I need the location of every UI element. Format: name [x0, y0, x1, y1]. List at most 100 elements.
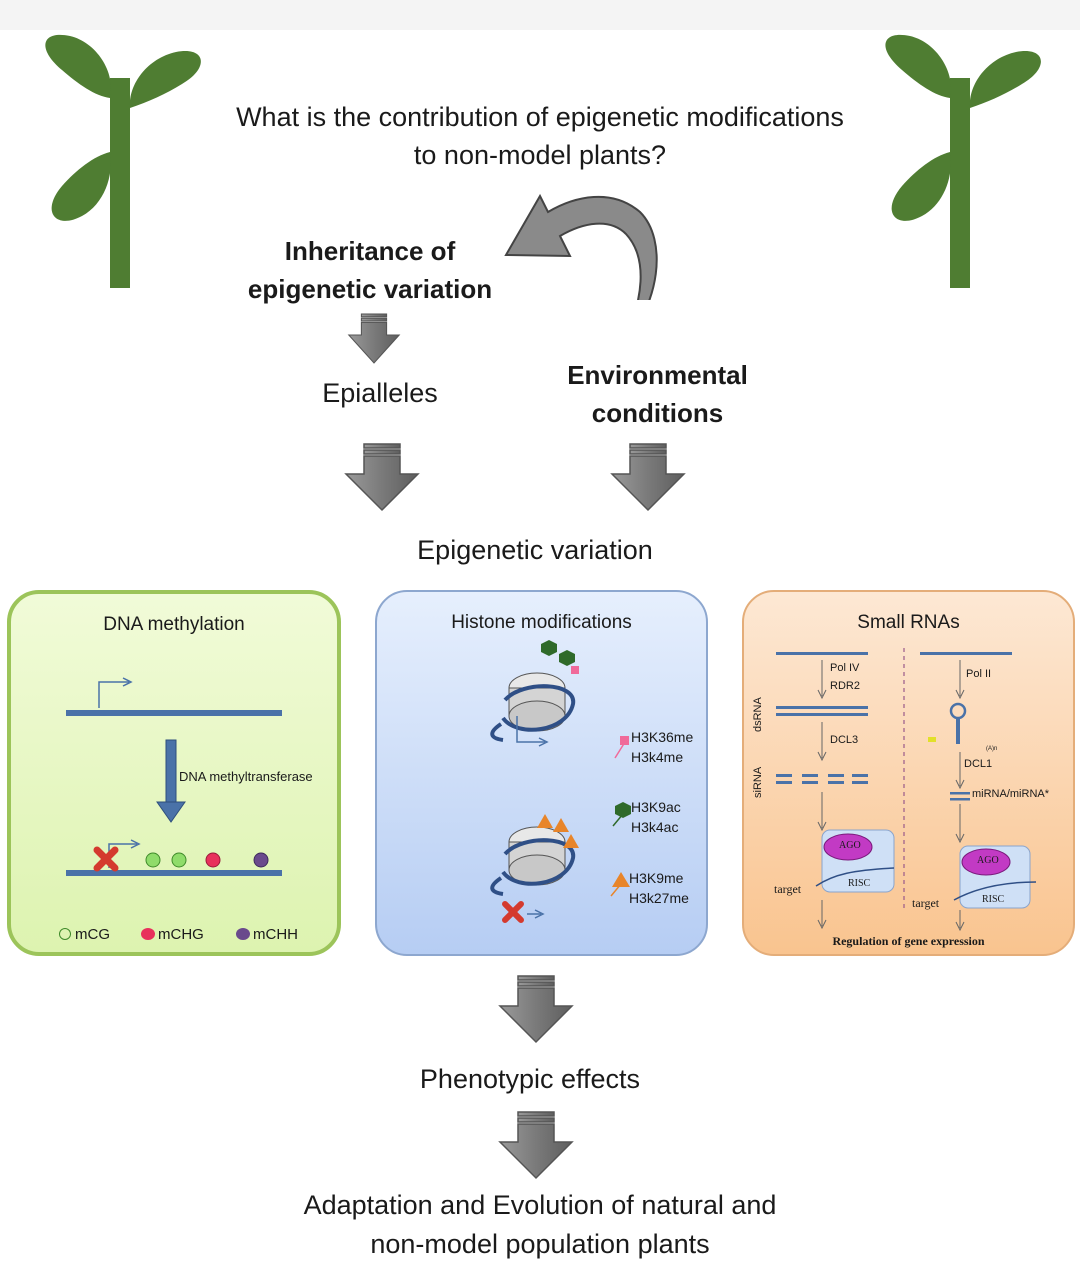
- inheritance-label: Inheritance of epigenetic variation: [220, 232, 520, 308]
- question-line-1: What is the contribution of epigenetic m…: [236, 102, 844, 132]
- down-arrow-icon-3: [610, 443, 686, 512]
- mark-label-acetyl: H3K9ac H3k4ac: [631, 797, 681, 837]
- risc-label-right: RISC: [982, 894, 1005, 905]
- question-line-2: to non-model plants?: [413, 140, 667, 170]
- mark-label: H3K36me: [631, 729, 694, 745]
- inheritance-line-1: Inheritance of: [284, 236, 456, 266]
- phenotypic-effects-label: Phenotypic effects: [419, 1064, 641, 1094]
- mirna-label: miRNA/miRNA*: [972, 788, 1049, 800]
- inheritance-line-2: epigenetic variation: [247, 274, 493, 304]
- mchg-dot: [205, 852, 221, 868]
- ago-icon: [961, 848, 1011, 876]
- adaptation-label: Adaptation and Evolution of natural and …: [160, 1186, 920, 1264]
- mirna-duplex: [950, 798, 970, 801]
- blocked-transcription-icon: [502, 901, 524, 923]
- nucleosome-icon: [490, 672, 576, 747]
- ago-label-left: AGO: [839, 840, 861, 851]
- sirna-label: siRNA: [752, 766, 764, 798]
- mark-label: H3K9ac: [631, 799, 681, 815]
- hairpin-loop-icon: [949, 702, 967, 720]
- top-bar: [0, 0, 1080, 30]
- dna-strand-top: [66, 710, 282, 716]
- rna-panel-title: Small RNAs: [857, 612, 960, 633]
- methyltransferase-arrow-icon: [156, 801, 186, 823]
- legend-mcg: mCG: [75, 926, 110, 943]
- down-arrow-icon-1: [347, 313, 401, 364]
- target-mrna: [953, 881, 1037, 901]
- histone-modifications-panel: Histone modifications: [375, 590, 708, 956]
- dsrna-strand: [776, 706, 868, 709]
- polya-label: (A)n: [986, 746, 998, 752]
- dna-strand-bottom: [66, 870, 282, 876]
- rna-diagram: [776, 648, 1037, 932]
- orange-triangle-icon: [553, 818, 569, 832]
- mcg-dot: [145, 852, 161, 868]
- cap-icon: [928, 737, 936, 742]
- rdr2-label: RDR2: [830, 680, 860, 692]
- down-arrow-icon-5: [498, 1111, 574, 1180]
- environment-line-2: conditions: [591, 398, 724, 428]
- plant-illustrations: [45, 34, 1041, 300]
- dna-panel-title: DNA methylation: [103, 614, 245, 635]
- nucleosome-icon: [490, 826, 576, 919]
- epigenetic-variation-label: Epigenetic variation: [417, 535, 653, 565]
- blocked-transcription-icon: [93, 846, 119, 872]
- question-text: What is the contribution of epigenetic m…: [180, 98, 900, 174]
- dna-methylation-panel: DNA methylation DNA methyltransferase mC…: [7, 590, 341, 956]
- pol-ii-label: Pol II: [966, 668, 992, 680]
- adaptation-line-1: Adaptation and Evolution of natural and: [303, 1190, 777, 1220]
- mchg-legend-icon: [141, 928, 155, 940]
- plant-left-icon: [45, 34, 201, 288]
- pink-square-icon: [571, 666, 579, 674]
- histone-diagram: [490, 640, 631, 923]
- orange-triangle-icon: [563, 834, 579, 848]
- risc-label-left: RISC: [848, 878, 871, 889]
- plant-right-icon: [885, 34, 1041, 288]
- dcl3-label: DCL3: [830, 734, 859, 746]
- green-hexagon-icon: [615, 802, 631, 818]
- ago-icon: [823, 833, 873, 861]
- small-rnas-panel: Small RNAs: [742, 590, 1075, 956]
- pol-iv-label: Pol IV: [830, 662, 860, 674]
- histone-panel-title: Histone modifications: [451, 612, 632, 633]
- epialleles-label: Epialleles: [322, 378, 438, 408]
- mark-legend-icons: [610, 736, 631, 897]
- orange-triangle-icon: [612, 872, 630, 887]
- orange-triangle-icon: [537, 814, 553, 828]
- down-arrow-icon-2: [344, 443, 420, 512]
- target-mrna: [815, 867, 895, 887]
- mirna-duplex: [950, 792, 970, 795]
- enzyme-label: DNA methyltransferase: [179, 769, 313, 784]
- green-hexagon-icon: [541, 640, 557, 656]
- sirna-fragments: [776, 774, 868, 784]
- down-arrow-shaft: [165, 739, 177, 805]
- legend-mchh: mCHH: [253, 926, 298, 943]
- dsrna-strand: [776, 713, 868, 716]
- dna-diagram: [66, 677, 282, 876]
- curved-arrow-icon: [504, 193, 658, 300]
- tss-arrow-icon: [98, 681, 129, 708]
- dcl1-label: DCL1: [964, 758, 993, 770]
- pink-square-icon: [620, 736, 629, 745]
- dna-strand: [920, 652, 1012, 655]
- environment-line-1: Environmental: [567, 360, 748, 390]
- mchh-dot: [253, 852, 269, 868]
- mark-label-methyl-repressive: H3K9me H3k27me: [629, 868, 689, 908]
- regulation-label: Regulation of gene expression: [832, 934, 985, 948]
- mchh-legend-icon: [236, 928, 250, 940]
- mark-label: H3k4me: [631, 749, 684, 765]
- mcg-dot: [171, 852, 187, 868]
- legend-mchg: mCHG: [158, 926, 204, 943]
- ago-label-right: AGO: [977, 855, 999, 866]
- down-arrow-icon-4: [498, 975, 574, 1044]
- mark-label: H3K9me: [629, 870, 684, 886]
- target-label-right: target: [912, 896, 940, 910]
- mark-label: H3k27me: [629, 890, 689, 906]
- dsrna-label: dsRNA: [752, 697, 764, 732]
- adaptation-line-2: non-model population plants: [370, 1229, 710, 1259]
- mark-label-methyl-active: H3K36me H3k4me: [631, 727, 693, 767]
- mcg-legend-icon: [59, 928, 71, 940]
- target-label-left: target: [774, 882, 802, 896]
- environment-label: Environmental conditions: [530, 356, 785, 432]
- dna-strand: [776, 652, 868, 655]
